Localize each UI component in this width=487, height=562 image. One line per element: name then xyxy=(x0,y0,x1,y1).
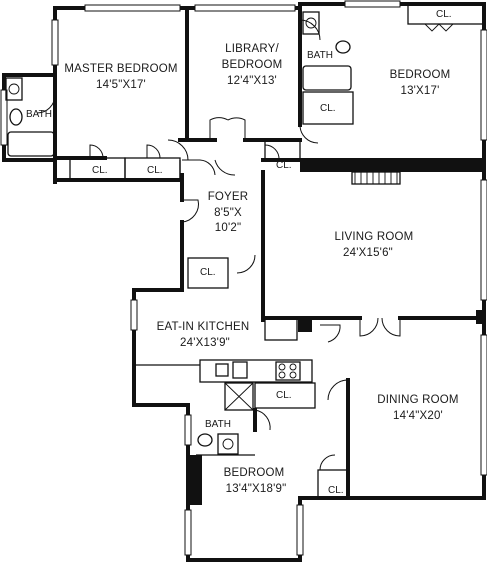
foyer-name: FOYER xyxy=(208,191,249,203)
room-labels: MASTER BEDROOM 14'5"X17' LIBRARY/ BEDROO… xyxy=(64,43,458,495)
closet-label: CL. xyxy=(276,390,292,401)
closet-label: CL. xyxy=(436,9,452,20)
bath-west-label: BATH xyxy=(26,109,52,120)
bedroom-ne-name: BEDROOM xyxy=(390,69,451,81)
doors xyxy=(36,19,401,471)
library-name2: BEDROOM xyxy=(222,59,283,71)
bedroom-s-dim: 13'4"X18'9" xyxy=(226,483,287,495)
foyer-dim: 8'5"X xyxy=(214,207,242,219)
master-bedroom-name: MASTER BEDROOM xyxy=(64,63,177,75)
dining-room-dim: 14'4"X20' xyxy=(393,410,443,422)
bath-north-label: BATH xyxy=(307,50,333,61)
fixtures xyxy=(5,11,401,455)
bath-labels: BATH BATH BATH xyxy=(26,50,333,430)
library-dim: 12'4"X13' xyxy=(227,75,277,87)
master-bedroom-dim: 14'5"X17' xyxy=(96,79,146,91)
closet-label: CL. xyxy=(320,103,336,114)
closet-label: CL. xyxy=(276,160,292,171)
closet-label: CL. xyxy=(92,165,108,176)
kitchen-name: EAT-IN KITCHEN xyxy=(157,321,250,333)
living-room-name: LIVING ROOM xyxy=(335,231,414,243)
closets xyxy=(69,3,485,499)
living-room-dim: 24'X15'6" xyxy=(343,247,393,259)
bedroom-s-name: BEDROOM xyxy=(224,467,285,479)
closet-label: CL. xyxy=(147,165,163,176)
kitchen-dim: 24'X13'9" xyxy=(180,337,230,349)
closet-labels: CL. CL. CL. CL. CL. CL. CL. CL. xyxy=(92,9,452,496)
closet-label: CL. xyxy=(200,267,216,278)
dining-room-name: DINING ROOM xyxy=(377,394,458,406)
library-name: LIBRARY/ xyxy=(225,43,279,55)
bath-south-label: BATH xyxy=(205,419,231,430)
foyer-dim2: 10'2" xyxy=(215,222,241,234)
bedroom-ne-dim: 13'X17' xyxy=(400,85,439,97)
closet-label: CL. xyxy=(328,485,344,496)
